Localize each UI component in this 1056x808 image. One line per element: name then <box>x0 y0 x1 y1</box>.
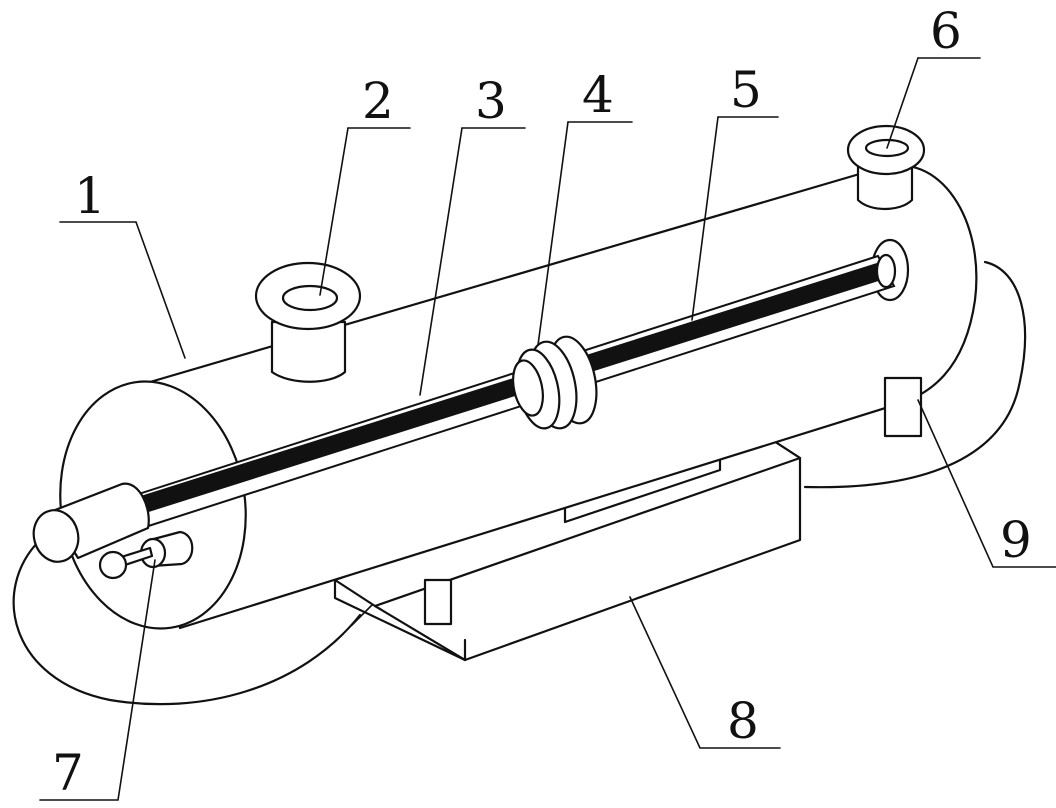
label-9: 9 <box>1000 511 1032 569</box>
inlet-nozzle <box>254 261 362 383</box>
drive-motor <box>32 482 150 563</box>
part-labels: 1 2 3 4 5 6 7 8 9 <box>52 2 1032 802</box>
box-window <box>423 578 453 626</box>
label-6: 6 <box>930 2 962 60</box>
drain-valve <box>98 530 194 580</box>
label-4: 4 <box>582 66 614 124</box>
label-2: 2 <box>362 72 394 130</box>
label-8: 8 <box>727 692 759 750</box>
coupling-ring <box>512 335 598 430</box>
label-3: 3 <box>475 72 507 130</box>
support-leg <box>883 376 923 438</box>
label-1: 1 <box>74 167 106 225</box>
label-7: 7 <box>52 744 84 802</box>
return-loop-pipe <box>12 260 1027 706</box>
leader-lines <box>39 57 1056 801</box>
label-5: 5 <box>730 61 762 119</box>
outlet-nozzle <box>846 124 926 211</box>
